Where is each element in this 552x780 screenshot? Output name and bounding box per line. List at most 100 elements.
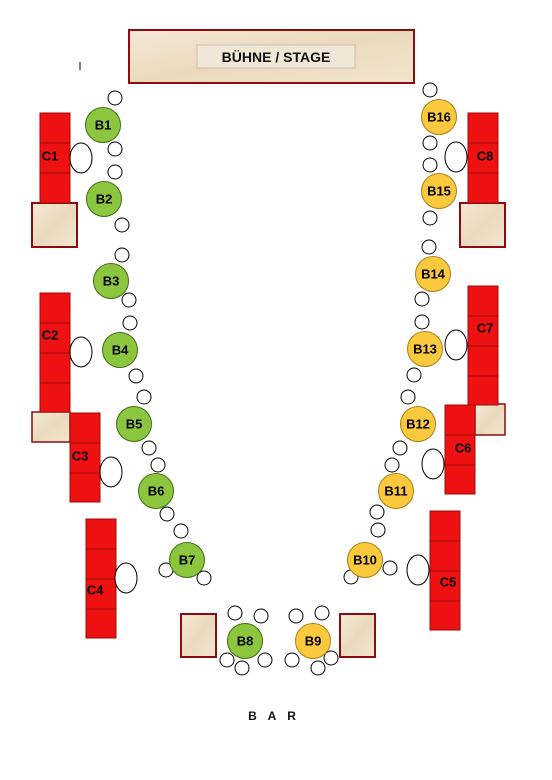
seat [421, 239, 437, 255]
table-label: B13 [413, 342, 437, 357]
beige-box [474, 403, 506, 436]
table-B14[interactable]: B14 [414, 239, 451, 307]
table-label: B14 [421, 267, 446, 282]
seat [422, 157, 438, 173]
seat [159, 506, 175, 522]
table-B4[interactable]: B4 [102, 315, 144, 384]
table-label: C2 [42, 328, 59, 343]
long-tables: C1 C2 C3 C4 C5 [39, 112, 499, 639]
seat [370, 522, 386, 538]
table-label: C5 [440, 575, 457, 590]
table-label: B2 [96, 192, 113, 207]
seat [196, 570, 212, 586]
table-C3[interactable]: C3 [69, 412, 123, 503]
stage: BÜHNE / STAGE [128, 29, 415, 84]
seat [392, 440, 408, 456]
table-B11[interactable]: B11 [369, 457, 414, 520]
seat [382, 560, 398, 576]
seat [227, 605, 243, 621]
seat [150, 457, 166, 473]
seat [422, 135, 438, 151]
table-label: B10 [353, 553, 377, 568]
seat [444, 329, 468, 361]
table-label: B9 [305, 634, 322, 649]
table-B9[interactable]: B9 [284, 605, 339, 676]
seat [284, 652, 300, 668]
table-C7[interactable]: C7 [444, 285, 499, 406]
table-C2[interactable]: C2 [39, 292, 93, 413]
table-label: B5 [126, 417, 143, 432]
table-B2[interactable]: B2 [86, 164, 130, 233]
round-tables: B1 B2 B3 B4 B5 [85, 82, 457, 676]
table-label: B12 [406, 417, 430, 432]
seat [114, 562, 138, 594]
table-B6[interactable]: B6 [138, 457, 175, 522]
table-B3[interactable]: B3 [93, 247, 137, 308]
seat [99, 456, 123, 488]
seat [107, 90, 123, 106]
table-label: C4 [87, 583, 104, 598]
seat [421, 448, 445, 480]
table-label: C3 [72, 449, 89, 464]
table-label: B1 [95, 118, 112, 133]
bar-label: B A R [248, 709, 300, 723]
beige-box [180, 613, 217, 658]
seat [219, 652, 235, 668]
seat [384, 457, 400, 473]
table-B10[interactable]: B10 [343, 522, 398, 585]
seat [107, 141, 123, 157]
seat [422, 82, 438, 98]
seat [406, 554, 430, 586]
table-B13[interactable]: B13 [406, 314, 443, 383]
seat [406, 367, 422, 383]
beige-box [459, 202, 506, 248]
table-B8[interactable]: B8 [219, 605, 273, 676]
table-label: B8 [237, 634, 254, 649]
table-C5[interactable]: C5 [406, 510, 461, 631]
seat [444, 141, 468, 173]
seat [114, 247, 130, 263]
table-B15[interactable]: B15 [421, 157, 457, 226]
beige-boxes [31, 202, 506, 658]
table-label: B4 [112, 343, 129, 358]
seat [122, 315, 138, 331]
table-B12[interactable]: B12 [392, 389, 436, 456]
beige-box [339, 613, 376, 658]
table-B5[interactable]: B5 [116, 389, 157, 456]
seat [253, 608, 269, 624]
seat [288, 608, 304, 624]
seat [422, 210, 438, 226]
table-label: C7 [477, 321, 494, 336]
seat [69, 336, 93, 368]
table-label: B11 [384, 484, 407, 499]
table-label: B16 [427, 110, 451, 125]
seat [314, 605, 330, 621]
table-C4[interactable]: C4 [85, 518, 138, 639]
seat [323, 650, 339, 666]
table-B7[interactable]: B7 [158, 523, 212, 586]
seat [69, 142, 93, 174]
seat [128, 368, 144, 384]
table-B1[interactable]: B1 [85, 90, 123, 157]
table-C8[interactable]: C8 [444, 112, 499, 204]
seat [414, 314, 430, 330]
table-C6[interactable]: C6 [421, 404, 476, 495]
table-label: C6 [455, 441, 472, 456]
stage-label: BÜHNE / STAGE [222, 49, 331, 65]
table-label: C8 [477, 149, 494, 164]
table-label: B3 [103, 274, 120, 289]
seat [369, 504, 385, 520]
seat [400, 389, 416, 405]
beige-box [31, 202, 78, 248]
seat [173, 523, 189, 539]
table-label: B7 [179, 553, 196, 568]
table-B16[interactable]: B16 [421, 82, 457, 151]
seat [114, 217, 130, 233]
table-label: C1 [42, 149, 59, 164]
table-C1[interactable]: C1 [39, 112, 93, 204]
table-label: B6 [148, 484, 165, 499]
seat [141, 440, 157, 456]
table-label: B15 [427, 184, 451, 199]
seat [121, 292, 137, 308]
